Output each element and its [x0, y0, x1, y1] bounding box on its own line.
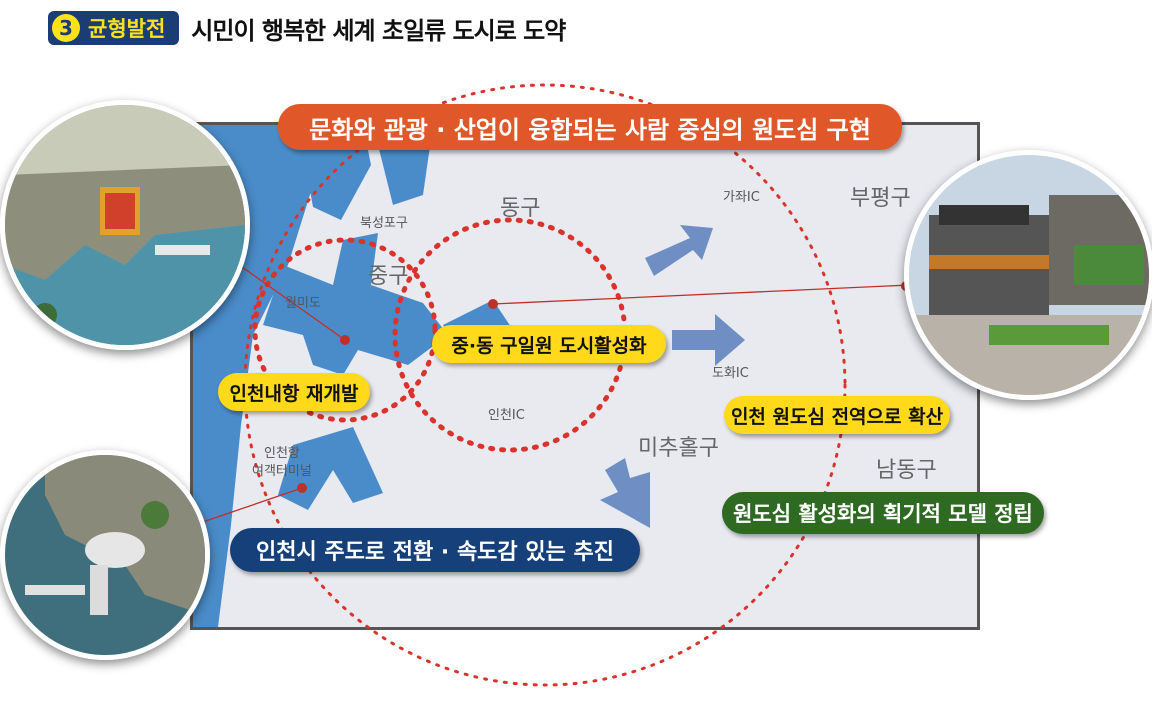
title-badge: 3 균형발전: [48, 11, 180, 45]
label-junggu: 중구: [368, 264, 409, 289]
headline-banner: 문화와 관광 · 산업이 융합되는 사람 중심의 원도심 구현: [278, 104, 902, 150]
photo-shopping-plaza: [904, 150, 1152, 400]
label-bukseongpogu: 북성포구: [360, 216, 408, 231]
label-wolmido: 월미도: [285, 296, 321, 311]
label-passenger-terminal: 여객터미널: [252, 464, 312, 479]
label-incheon-ic: 인천IC: [488, 408, 525, 423]
label-michuholgu: 미추홀구: [638, 436, 719, 461]
label-bupyeonggu: 부평구: [850, 186, 911, 211]
label-incheon-port: 인천항: [264, 446, 300, 461]
label-dohwa-ic: 도화IC: [712, 366, 749, 381]
callout-inner-port: 인천내항 재개발: [218, 373, 370, 411]
page-title: 시민이 행복한 세계 초일류 도시로 도약: [191, 16, 566, 45]
callout-revitalization: 중·동 구일원 도시활성화: [432, 325, 666, 363]
label-donggu: 동구: [500, 196, 541, 221]
callout-spread: 인천 원도심 전역으로 확산: [724, 396, 950, 434]
photo-passenger-terminal: [0, 450, 210, 660]
label-gajwa-ic: 가좌IC: [723, 190, 760, 205]
photo-waterfront-aerial: [0, 100, 250, 350]
callout-main-road: 인천시 주도로 전환 · 속도감 있는 추진: [230, 528, 640, 572]
title-row: 3 균형발전 시민이 행복한 세계 초일류 도시로 도약: [48, 10, 566, 46]
title-badge-text: 균형발전: [88, 17, 166, 41]
title-number: 3: [52, 14, 80, 42]
label-namdonggu: 남동구: [876, 458, 937, 483]
callout-model: 원도심 활성화의 획기적 모델 정립: [722, 492, 1044, 534]
